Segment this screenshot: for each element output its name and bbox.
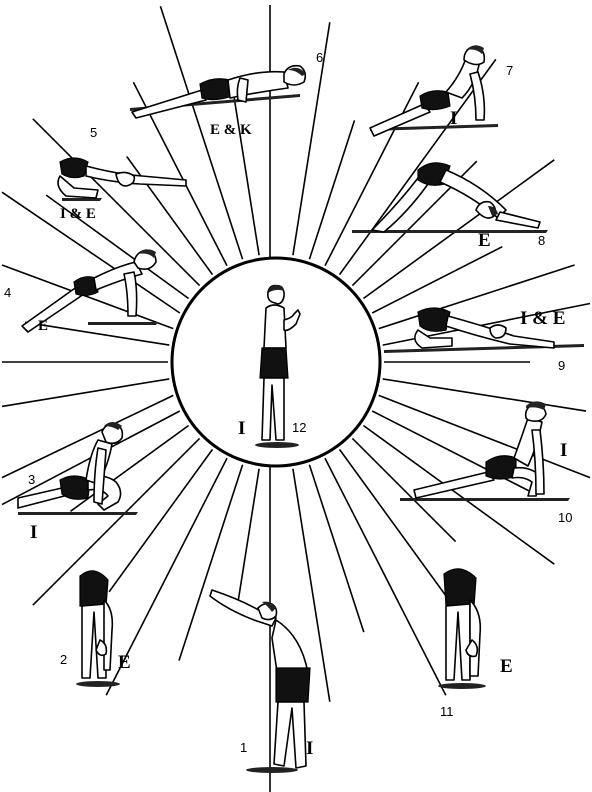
pose-5-breath: I & E bbox=[60, 206, 96, 222]
pose-11-figure bbox=[438, 569, 486, 689]
ray-line bbox=[2, 395, 173, 477]
pose-4-breath: E bbox=[38, 318, 48, 334]
ray-line bbox=[372, 247, 502, 313]
pose-9-number: 9 bbox=[558, 358, 565, 373]
pose-1-figure bbox=[210, 590, 310, 773]
ray-line bbox=[340, 59, 496, 274]
ray-line bbox=[236, 469, 259, 613]
pose-1-breath: I bbox=[306, 738, 313, 759]
ray-line bbox=[309, 465, 363, 632]
pose-2-number: 2 bbox=[60, 652, 67, 667]
pose-6-figure bbox=[130, 66, 306, 118]
pose-6-number: 6 bbox=[316, 50, 323, 65]
pose-5-number: 5 bbox=[90, 125, 97, 140]
pose-3-number: 3 bbox=[28, 472, 35, 487]
pose-9-breath: I & E bbox=[520, 308, 565, 329]
pose-7-breath: I bbox=[450, 108, 457, 129]
ray-line bbox=[232, 82, 260, 256]
pose-3-breath: I bbox=[30, 522, 37, 543]
ray-line bbox=[340, 449, 461, 616]
pose-4-number: 4 bbox=[4, 285, 11, 300]
pose-3-figure bbox=[18, 422, 138, 515]
pose-2-breath: E bbox=[118, 652, 131, 673]
pose-8-number: 8 bbox=[538, 233, 545, 248]
ray-line bbox=[309, 120, 354, 259]
pose-10-figure bbox=[400, 401, 570, 501]
pose-8-breath: E bbox=[478, 230, 491, 251]
pose-7-figure bbox=[370, 45, 498, 136]
ray-line bbox=[325, 82, 419, 266]
pose-8-figure bbox=[352, 163, 548, 233]
pose-5-figure bbox=[58, 158, 186, 201]
ray-line bbox=[293, 22, 330, 255]
ray-line bbox=[109, 449, 212, 591]
pose-11-number: 11 bbox=[440, 704, 454, 719]
pose-12-number: 12 bbox=[292, 420, 306, 435]
pose-2-figure bbox=[76, 571, 120, 687]
ray-line bbox=[379, 395, 590, 477]
pose-1-number: 1 bbox=[240, 740, 247, 755]
ray-line bbox=[33, 119, 200, 286]
pose-10-breath: I bbox=[560, 440, 567, 461]
ray-line bbox=[383, 379, 586, 411]
pose-7-number: 7 bbox=[506, 63, 513, 78]
ray-line bbox=[179, 465, 243, 661]
pose-11-breath: E bbox=[500, 656, 513, 677]
pose-10-number: 10 bbox=[558, 510, 572, 525]
ray-line bbox=[2, 379, 169, 407]
pose-6-breath: E & K bbox=[210, 122, 252, 138]
ray-line bbox=[2, 265, 173, 329]
ray-line bbox=[33, 438, 200, 605]
pose-12-breath: I bbox=[238, 418, 245, 439]
